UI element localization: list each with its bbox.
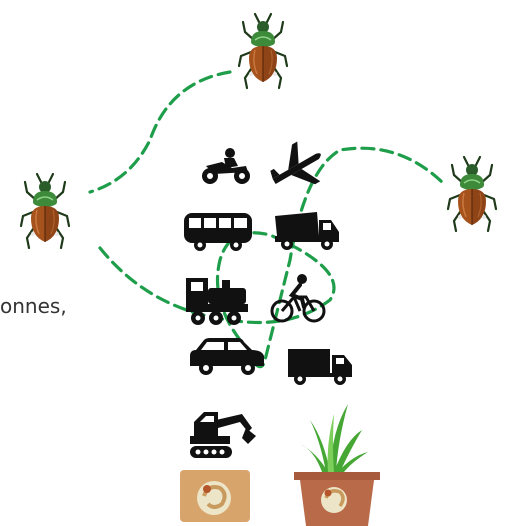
dispersal-path xyxy=(90,72,445,367)
beetle-icon-left xyxy=(21,174,69,248)
potted-grass-icon xyxy=(294,404,380,526)
dump-truck-icon xyxy=(275,212,339,250)
car-icon xyxy=(190,338,264,375)
delivery-truck-icon xyxy=(288,349,352,385)
soil-sample-icon xyxy=(180,470,250,522)
path-left-to-right xyxy=(100,148,445,366)
bus-icon xyxy=(184,213,252,251)
motorcycle-icon xyxy=(202,148,250,184)
beetle-icon-right xyxy=(448,157,496,231)
excavator-icon xyxy=(190,412,256,458)
beetle-icon-top xyxy=(239,14,287,88)
